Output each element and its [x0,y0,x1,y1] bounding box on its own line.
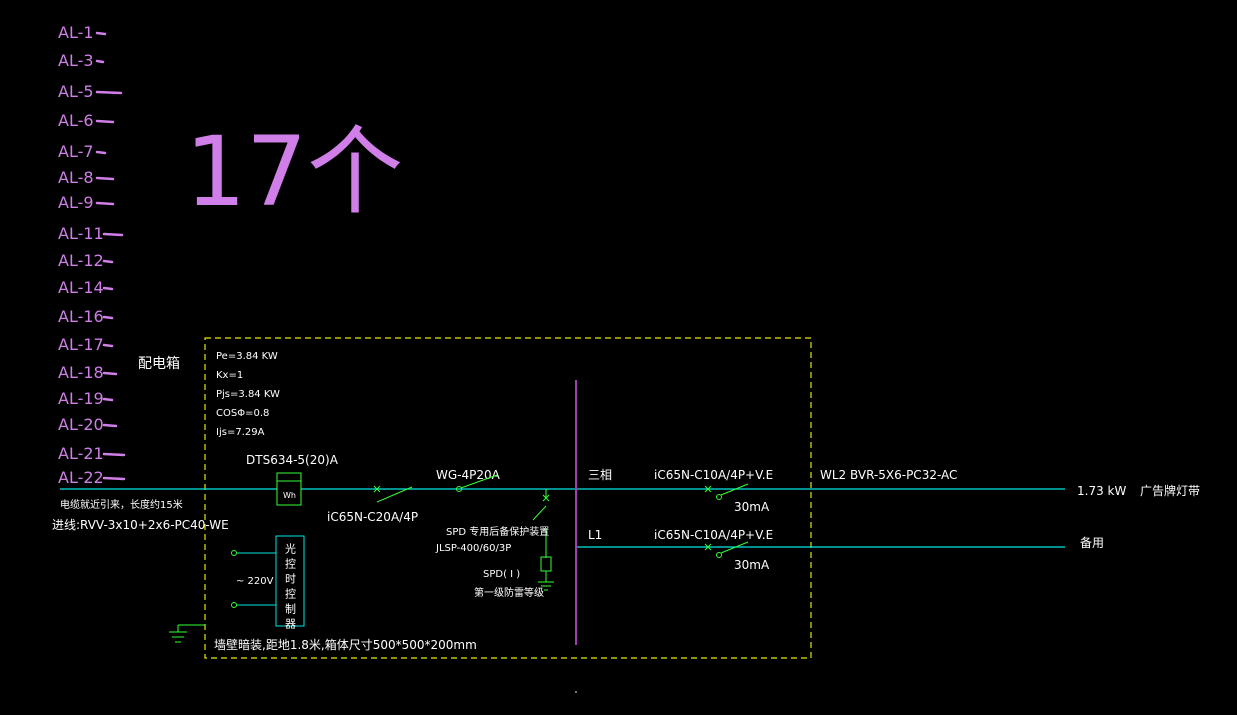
meter-symbol: Wh [276,472,302,506]
param-cos: COSΦ=0.8 [216,408,269,419]
stray-dot [575,691,577,693]
controller-voltage: ~ 220V [236,576,274,587]
spd-sublabel: 第一级防雷等级 [474,586,544,599]
ground-symbol [169,624,205,643]
main-breaker-symbol [373,485,413,503]
circuit-mark [102,452,126,457]
circuit-mark [102,476,126,481]
circuit-label: AL-9 [58,193,94,212]
controller-symbol [231,535,305,627]
branch-2-load: 备用 [1080,536,1104,550]
circuit-label: AL-16 [58,307,104,326]
circuit-mark [95,90,123,95]
circuit-mark [102,423,118,428]
spd-symbol [532,489,554,591]
switch-symbol [456,474,498,492]
circuit-label: AL-7 [58,142,94,161]
circuit-label: AL-22 [58,468,104,487]
spd-title: SPD 专用后备保护装置 [446,525,549,538]
branch-1-breaker: iC65N-C10A/4P+V.E [654,468,773,482]
spd-model: JLSP-400/60/3P [435,543,511,554]
circuit-mark [95,150,107,155]
param-kx: Kx=1 [216,370,243,381]
mounting-note: 墙壁暗装,距地1.8米,箱体尺寸500*500*200mm [214,637,477,652]
annotation-count: 17个 [185,116,403,228]
circuit-list: AL-1AL-3AL-5AL-6AL-7AL-8AL-9AL-11AL-12AL… [58,23,126,487]
circuit-mark [95,176,115,181]
circuit-mark [102,259,114,264]
branch-2-breaker-symbol [704,541,749,558]
circuit-label: AL-17 [58,335,104,354]
branch-1-load: 广告牌灯带 [1140,484,1200,498]
branch-1-circuit: WL2 BVR-5X6-PC32-AC [820,468,957,482]
circuit-mark [102,232,124,237]
circuit-mark [102,371,118,376]
circuit-mark [95,201,115,206]
circuit-label: AL-11 [58,224,104,243]
circuit-label: AL-21 [58,444,104,463]
meter-model: DTS634-5(20)A [246,453,339,467]
circuit-label: AL-1 [58,23,94,42]
circuit-mark [102,286,114,291]
circuit-label: AL-6 [58,111,94,130]
circuit-label: AL-12 [58,251,104,270]
branch-2-breaker: iC65N-C10A/4P+V.E [654,528,773,542]
circuit-label: AL-18 [58,363,104,382]
circuit-mark [102,343,114,348]
spd-label: SPD( Ⅰ ) [483,569,520,580]
branch-1-power: 1.73 kW [1077,484,1126,498]
circuit-mark [102,315,114,320]
circuit-label: AL-5 [58,82,94,101]
param-pe: Pe=3.84 KW [216,351,278,362]
circuit-label: AL-3 [58,51,94,70]
circuit-label: AL-20 [58,415,104,434]
controller-label: 光控时控制器 [284,542,297,633]
circuit-mark [95,31,107,36]
param-ijs: Ijs=7.29A [216,427,265,438]
circuit-mark [102,397,114,402]
incoming-note-2: 进线:RVV-3x10+2x6-PC40-WE [52,518,229,532]
circuit-label: AL-8 [58,168,94,187]
branch-2-phase: L1 [588,528,602,542]
param-pjs: Pjs=3.84 KW [216,389,280,400]
circuit-label: AL-14 [58,278,104,297]
circuit-mark [95,119,115,124]
incoming-note-1: 电缆就近引来，长度约15米 [60,498,183,511]
distribution-box-outline [204,337,812,659]
circuit-mark [95,59,105,64]
branch-1-breaker-symbol [704,483,749,500]
meter-wh-label: Wh [283,491,296,500]
circuit-label: AL-19 [58,389,104,408]
main-breaker-label: iC65N-C20A/4P [327,510,418,524]
load-params: Pe=3.84 KW Kx=1 Pjs=3.84 KW COSΦ=0.8 Ijs… [216,351,280,438]
branch-1-phase: 三相 [588,468,612,482]
box-title: 配电箱 [138,356,180,372]
branch-2-rcd: 30mA [734,558,770,572]
branch-1-rcd: 30mA [734,500,770,514]
switch-label: WG-4P20A [436,468,501,482]
